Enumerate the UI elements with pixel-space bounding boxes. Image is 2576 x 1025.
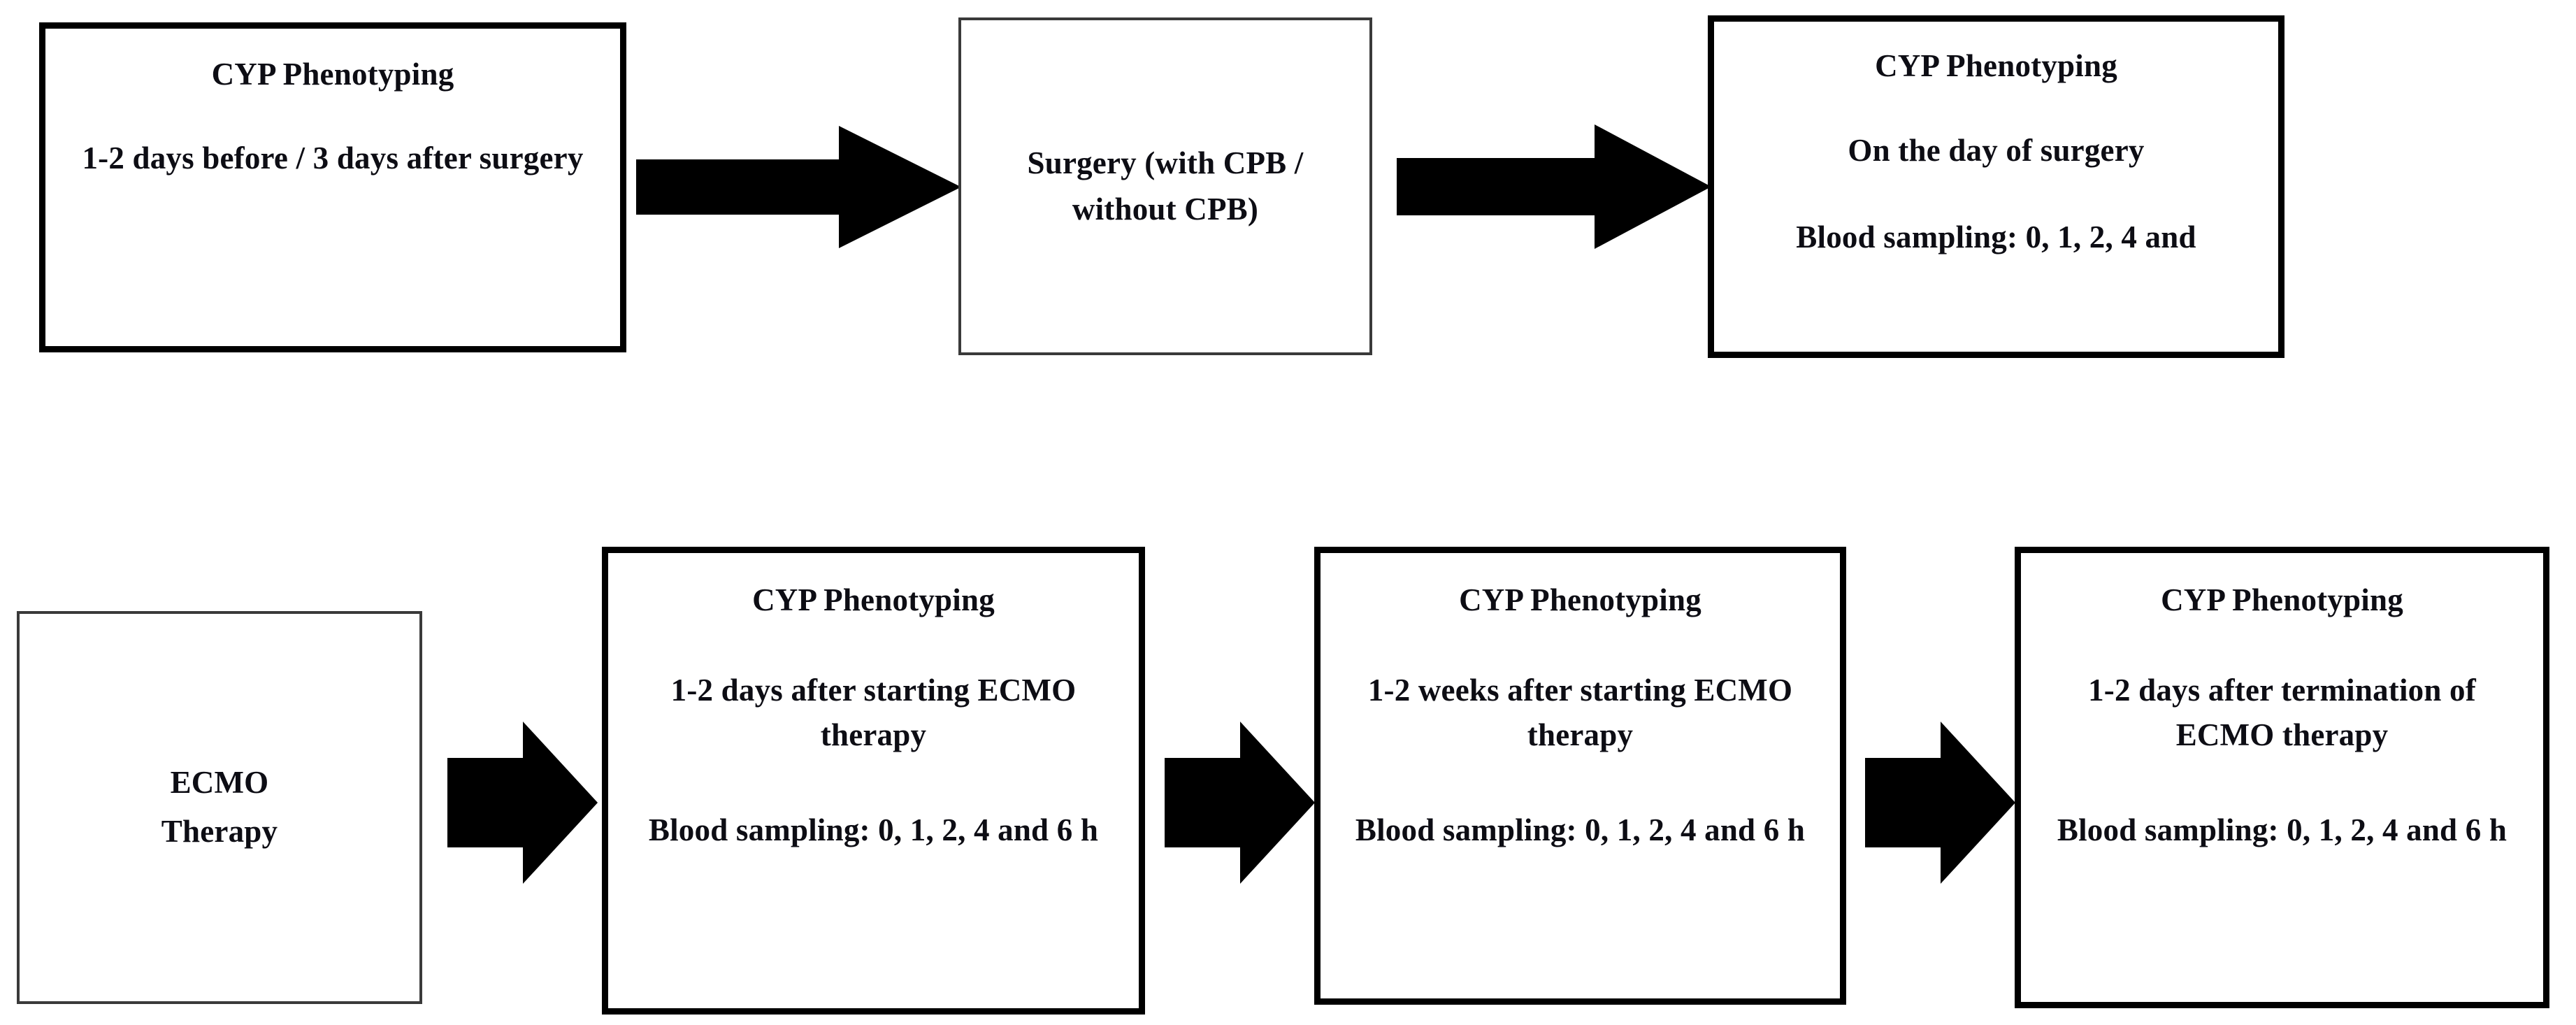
node-sampling: Blood sampling: 0, 1, 2, 4 and 6 h: [1355, 812, 1806, 848]
arrow-weeks-to-termination: [1865, 722, 2015, 884]
node-detail: 1-2 days after termination of ECMO thera…: [2088, 673, 2476, 753]
node-detail: Surgery (with CPB / without CPB): [1027, 145, 1304, 227]
arrow-ecmo-to-days: [447, 722, 598, 884]
node-detail: 1-2 weeks after starting ECMO therapy: [1367, 673, 1793, 753]
node-title: CYP Phenotyping: [1875, 48, 2117, 83]
node-title: CYP Phenotyping: [2161, 582, 2403, 617]
node-ecmo-termination: CYP Phenotyping 1-2 days after terminati…: [2015, 547, 2549, 1008]
node-title: CYP Phenotyping: [211, 57, 454, 92]
node-detail: ECMO Therapy: [161, 765, 278, 849]
node-ecmo-start-weeks: CYP Phenotyping 1-2 weeks after starting…: [1314, 547, 1846, 1005]
node-detail: On the day of surgery: [1848, 133, 2145, 169]
node-sampling: Blood sampling: 0, 1, 2, 4 and: [1796, 219, 2196, 255]
node-ecmo-therapy: ECMO Therapy: [17, 611, 422, 1004]
arrow-surgery-to-day-of: [1397, 124, 1711, 249]
node-detail: 1-2 days before / 3 days after surgery: [82, 141, 584, 176]
node-pre-post-surgery-phenotyping: CYP Phenotyping 1-2 days before / 3 days…: [39, 22, 626, 352]
node-day-of-surgery-phenotyping: CYP Phenotyping On the day of surgery Bl…: [1708, 15, 2284, 358]
node-sampling: Blood sampling: 0, 1, 2, 4 and 6 h: [2057, 812, 2507, 848]
node-ecmo-start-days: CYP Phenotyping 1-2 days after starting …: [602, 547, 1145, 1015]
node-title: CYP Phenotyping: [1459, 582, 1701, 617]
arrow-days-to-weeks: [1165, 722, 1315, 884]
node-detail: 1-2 days after starting ECMO therapy: [670, 673, 1077, 753]
arrow-pre-to-surgery: [636, 126, 961, 248]
node-sampling: Blood sampling: 0, 1, 2, 4 and 6 h: [648, 812, 1099, 848]
node-title: CYP Phenotyping: [752, 582, 995, 617]
node-surgery: Surgery (with CPB / without CPB): [958, 17, 1372, 355]
